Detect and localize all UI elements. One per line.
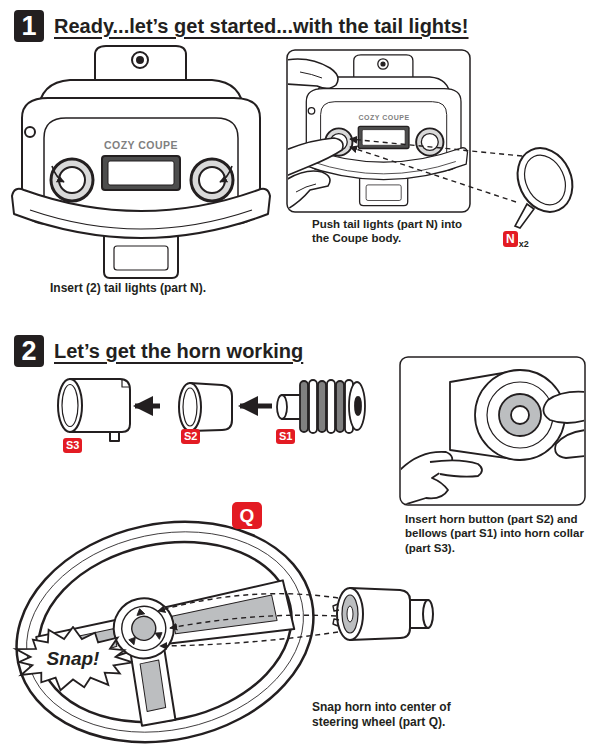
bellows: [318, 381, 326, 432]
inset-photo: [288, 55, 468, 210]
inset-photo: [401, 370, 584, 504]
step-heading: Ready...let’s get started...with the tai…: [54, 15, 469, 38]
insert-arrows: [52, 166, 232, 182]
hand: [300, 72, 322, 78]
assembly-arrow: [135, 404, 160, 409]
horn-collar: [58, 379, 82, 432]
horn-collar: [58, 379, 130, 441]
steering-wheel: [0, 495, 334, 752]
hand: [288, 59, 338, 88]
part-letter: S2: [181, 429, 200, 444]
steering-wheel: [155, 632, 163, 640]
bellows: [327, 380, 335, 433]
coupe-rear-view: [12, 46, 270, 278]
part-callout: S2: [160, 378, 240, 448]
inset-photo: [543, 392, 584, 423]
step-header: 1 Ready...let’s get started...with the ta…: [14, 8, 574, 44]
horn-assembly: [342, 595, 358, 633]
assembly-arrow: [240, 404, 272, 409]
steering-wheel: [8, 507, 323, 752]
tail-light-part: [507, 139, 582, 221]
part-badge: Q: [232, 502, 262, 529]
dashed-leader: [158, 594, 338, 646]
part-badge: Nx2: [503, 229, 547, 249]
steering-wheel: [172, 595, 277, 642]
horn-collar: [122, 379, 130, 387]
tail-light-part: [507, 139, 582, 221]
inset-photo: [401, 370, 584, 504]
step-heading: Let’s get the horn working: [54, 340, 303, 363]
inset-photo: [487, 382, 553, 448]
inset-photo: [430, 460, 482, 476]
instruction-caption: Push tail lights (part N) into the Coupe…: [312, 217, 464, 246]
sound-word: Snap!: [12, 626, 134, 692]
embossed-brand: COZY COUPE: [355, 114, 413, 123]
horn-collar: [62, 385, 78, 427]
dashed-leader: [350, 139, 522, 156]
part-letter: N: [503, 231, 518, 247]
step-number: 1: [14, 10, 44, 42]
hand: [288, 171, 330, 210]
tail-light-part: [507, 139, 582, 228]
tail-light-part: [515, 204, 534, 228]
steering-wheel: [136, 608, 145, 616]
bellows: [300, 381, 308, 432]
horn-button: [179, 383, 232, 431]
part-callout: S3: [55, 375, 135, 455]
horn-assembly: [347, 606, 353, 622]
part-letter: S3: [63, 438, 82, 453]
horn-assembly: [423, 600, 433, 628]
steering-wheel: [129, 637, 137, 645]
bellows: [355, 397, 361, 415]
inset-photo: [555, 430, 584, 458]
quantity: x2: [519, 239, 529, 249]
part-letter: S1: [276, 429, 295, 444]
horn-assembly: [333, 588, 433, 640]
insert-arrows: [220, 166, 232, 182]
steering-wheel: [118, 602, 170, 654]
hand: [288, 59, 343, 210]
bellows: [277, 395, 287, 419]
horn-assembly: [337, 588, 363, 640]
steering-wheel: [0, 495, 334, 752]
horn-button: [179, 383, 201, 431]
dashed-leader: [350, 147, 516, 202]
embossed-brand: COZY COUPE: [100, 139, 182, 152]
inset-frame: [400, 357, 585, 505]
bellows: [336, 381, 344, 432]
dashed-leader: [160, 632, 338, 646]
bellows: [349, 382, 365, 430]
bellows: [309, 380, 317, 433]
horn-assembly: [333, 604, 339, 611]
inset-photo: [499, 394, 541, 436]
hand: [296, 184, 316, 192]
instruction-caption: Insert (2) tail lights (part N).: [50, 281, 300, 296]
inset-photo: [401, 452, 452, 504]
dashed-leader: [158, 594, 338, 611]
tail-light-part: [517, 148, 573, 211]
dashed-leader: [350, 139, 522, 202]
inset-frame: [287, 50, 470, 212]
snap-burst: Snap!: [12, 626, 134, 692]
part-callout: S1: [272, 378, 368, 448]
dashed-leader: [170, 615, 336, 628]
inset-photo: [511, 406, 529, 424]
step-number: 2: [14, 335, 44, 367]
part-letter: Q: [232, 502, 262, 529]
horn-button: [183, 388, 197, 426]
instruction-caption: Insert horn button (part S2) and bellows…: [405, 512, 587, 555]
steering-wheel: [137, 660, 168, 712]
insert-arrows: [52, 166, 64, 182]
bellows: [277, 380, 365, 433]
horn-assembly: [333, 619, 339, 626]
instruction-caption: Snap horn into center of steering wheel …: [312, 700, 470, 730]
step-header: 2 Let’s get the horn working: [14, 333, 434, 369]
